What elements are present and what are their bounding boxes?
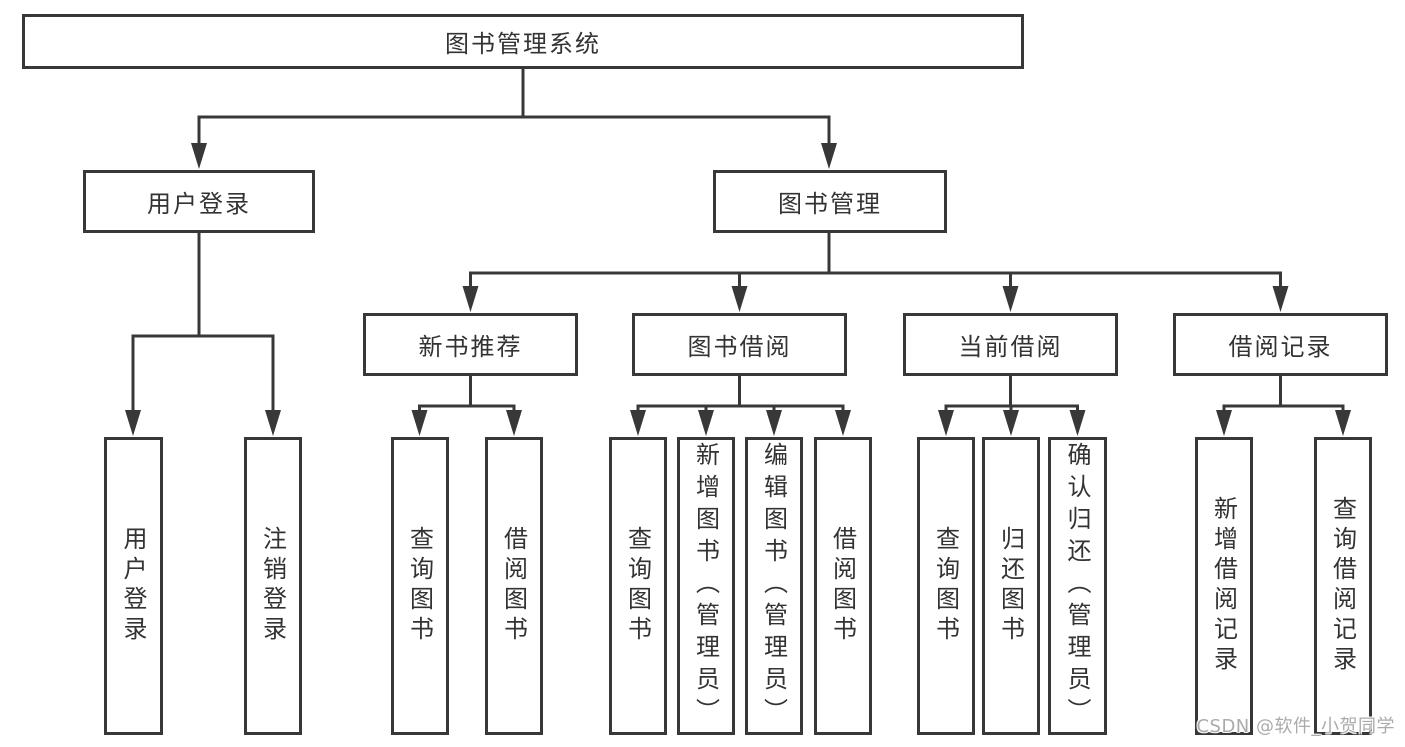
leaf-borrow-books-recommend: 借阅图书: [485, 437, 543, 735]
arrow-down-icon: [1069, 410, 1086, 436]
leaf-query-books-recommend: 查询图书: [391, 437, 449, 735]
node-label: 图书管理: [778, 190, 882, 218]
node-label: 查询图书: [405, 526, 434, 646]
leaf-user-login: 用户登录: [104, 437, 163, 735]
leaf-add-borrow-record: 新增借阅记录: [1195, 437, 1253, 735]
node-borrowing-records: 借阅记录: [1173, 313, 1388, 376]
leaf-logout: 注销登录: [244, 437, 302, 735]
node-label: 用户登录: [119, 526, 147, 646]
arrow-down-icon: [191, 143, 207, 169]
arrow-down-icon: [265, 410, 281, 436]
leaf-query-borrow-record: 查询借阅记录: [1314, 437, 1372, 735]
arrow-down-icon: [731, 286, 748, 312]
arrowhead-icons: [125, 143, 1351, 436]
arrow-down-icon: [766, 410, 782, 436]
csdn-watermark: CSDN @软件_小贺同学: [1196, 716, 1395, 737]
node-book-management: 图书管理: [713, 170, 947, 233]
node-new-book-recommendation: 新书推荐: [363, 313, 578, 376]
node-label: 新增图书（管理员）: [691, 442, 720, 730]
node-user-login: 用户登录: [83, 170, 315, 233]
arrow-down-icon: [506, 410, 522, 436]
leaf-confirm-return-admin: 确认归还（管理员）: [1048, 437, 1107, 735]
node-label: 注销登录: [258, 526, 287, 646]
node-label: 归还图书: [996, 526, 1025, 646]
leaf-add-books-admin: 新增图书（管理员）: [677, 437, 735, 735]
node-label: 图书管理系统: [445, 30, 601, 58]
node-current-borrowing: 当前借阅: [903, 313, 1118, 376]
node-label: 查询图书: [931, 526, 960, 646]
arrow-down-icon: [1272, 286, 1289, 312]
leaf-borrow-books-borrow: 借阅图书: [814, 437, 872, 735]
arrow-down-icon: [1003, 410, 1019, 436]
node-label: 确认归还（管理员）: [1063, 442, 1091, 730]
node-label: 借阅记录: [1228, 333, 1333, 361]
node-label: 编辑图书（管理员）: [759, 442, 788, 730]
node-label: 查询图书: [623, 526, 652, 646]
arrow-down-icon: [698, 410, 714, 436]
arrow-down-icon: [938, 410, 954, 436]
leaf-edit-books-admin: 编辑图书（管理员）: [745, 437, 803, 735]
node-label: 用户登录: [147, 190, 251, 218]
node-label: 借阅图书: [499, 526, 528, 646]
leaf-query-books-borrow: 查询图书: [609, 437, 667, 735]
node-label: 图书借阅: [687, 333, 792, 361]
arrow-down-icon: [630, 410, 646, 436]
arrow-down-icon: [1335, 410, 1351, 436]
arrow-down-icon: [411, 410, 428, 436]
node-label: 借阅图书: [828, 526, 857, 646]
node-book-borrowing: 图书借阅: [632, 313, 847, 376]
arrow-down-icon: [1002, 286, 1019, 312]
leaf-return-books: 归还图书: [982, 437, 1040, 735]
node-label: 当前借阅: [958, 333, 1063, 361]
node-label: 查询借阅记录: [1328, 496, 1357, 676]
arrow-down-icon: [1216, 410, 1232, 436]
node-label: 新书推荐: [418, 333, 523, 361]
leaf-query-books-current: 查询图书: [917, 437, 975, 735]
node-label: 新增借阅记录: [1209, 496, 1238, 676]
arrow-down-icon: [462, 286, 479, 312]
arrow-down-icon: [125, 410, 141, 436]
node-book-management-system: 图书管理系统: [22, 14, 1024, 69]
arrow-down-icon: [835, 410, 851, 436]
arrow-down-icon: [821, 143, 837, 169]
